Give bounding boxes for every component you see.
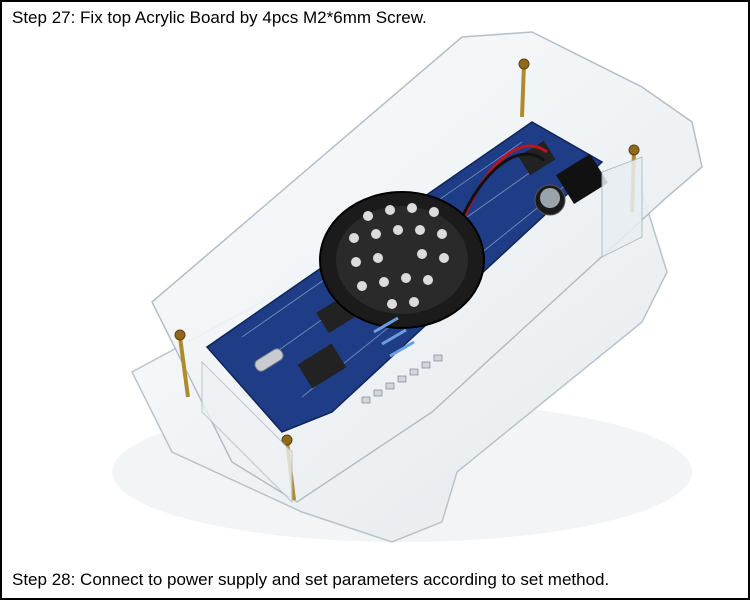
- step-28-caption: Step 28: Connect to power supply and set…: [12, 570, 610, 589]
- step-27-caption: Step 27: Fix top Acrylic Board by 4pcs M…: [12, 8, 427, 27]
